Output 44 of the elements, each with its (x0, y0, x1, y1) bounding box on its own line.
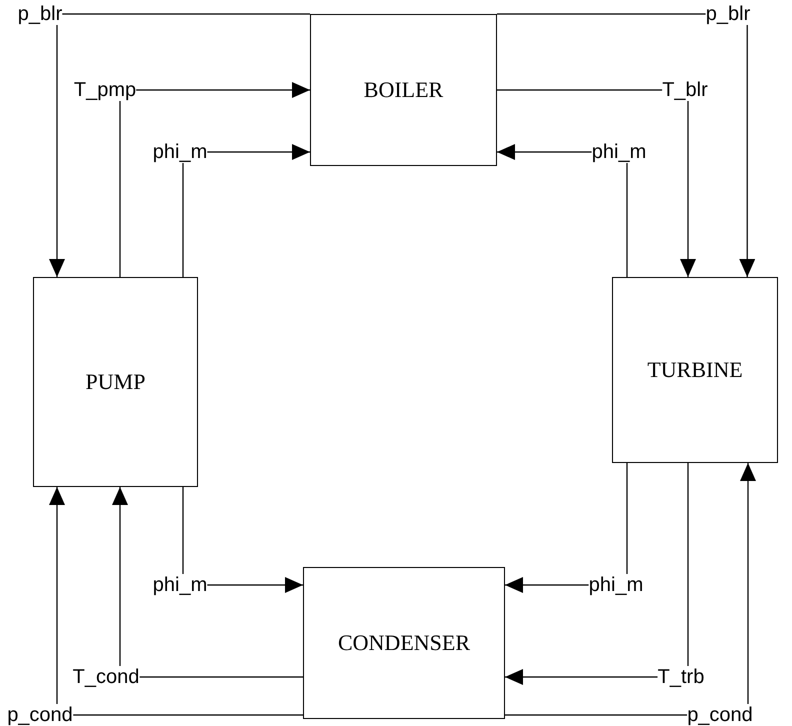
signal-label: phi_m (588, 574, 644, 596)
signal-label: T_pmp (74, 79, 136, 101)
block-label: CONDENSER (338, 630, 470, 656)
block-box (303, 567, 505, 719)
arrow (497, 144, 592, 160)
signal-label: p_cond (7, 704, 73, 726)
block-label: TURBINE (647, 357, 743, 383)
signal-label: phi_m (592, 141, 646, 163)
signal-label: T_cond (72, 666, 140, 688)
block-box (612, 277, 778, 463)
connector-line (139, 676, 303, 678)
block-label: PUMP (86, 369, 146, 395)
arrow (207, 577, 303, 593)
connector-line (687, 463, 689, 666)
connector-line (62, 13, 310, 15)
arrow (136, 82, 310, 98)
block-box (33, 277, 198, 487)
signal-label: T_blr (662, 79, 708, 101)
connector-line (72, 714, 303, 716)
signal-label: p_cond (687, 704, 753, 726)
connector-line (626, 463, 628, 574)
arrow (505, 577, 589, 593)
arrow (740, 463, 756, 704)
arrow (680, 101, 696, 277)
arrow (739, 25, 756, 277)
signal-label: phi_m (152, 141, 208, 163)
connector-line (505, 714, 688, 716)
connector-line (497, 13, 706, 15)
block-box (310, 14, 497, 166)
signal-label: phi_m (152, 574, 208, 596)
connector-line (119, 101, 121, 277)
signal-label: p_blr (706, 3, 750, 25)
connector-line (182, 487, 184, 574)
arrow (112, 487, 128, 666)
arrow (207, 144, 310, 160)
signal-label: p_blr (18, 3, 62, 25)
block-label: BOILER (364, 77, 444, 103)
arrow (505, 669, 658, 685)
signal-label: T_trb (658, 666, 704, 688)
connector-line (497, 89, 662, 91)
connector-line (626, 163, 628, 277)
arrow (49, 487, 65, 704)
connector-line (182, 163, 184, 277)
arrow (49, 25, 65, 277)
